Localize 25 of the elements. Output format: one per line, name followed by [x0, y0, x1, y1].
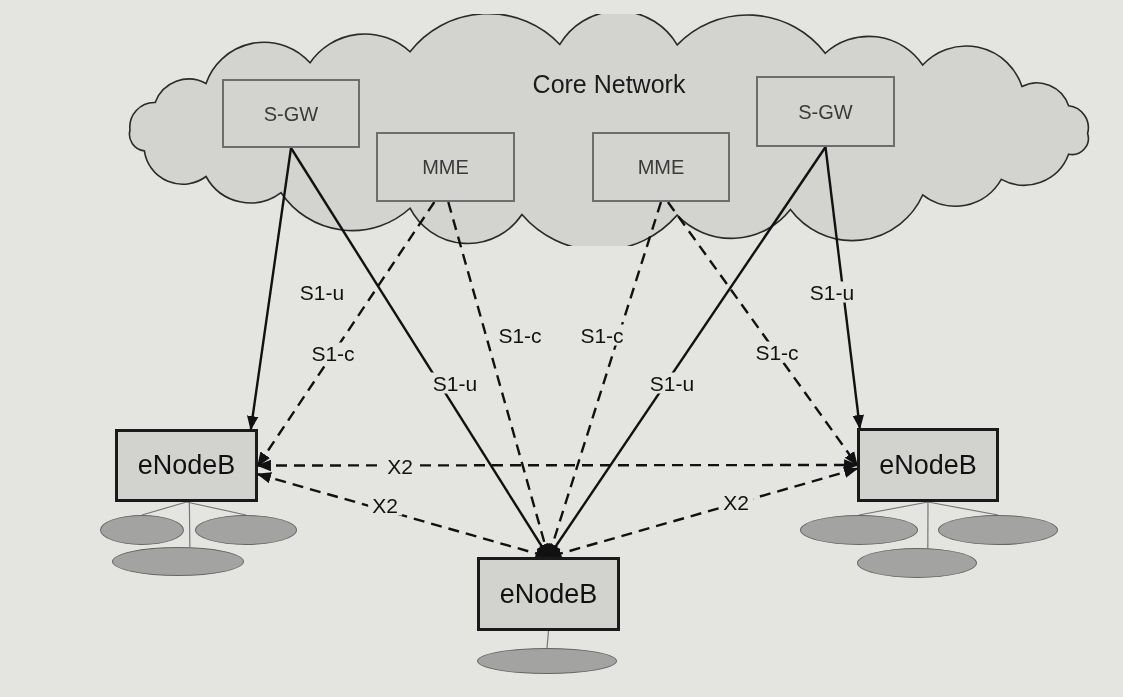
node-label: eNodeB	[879, 448, 977, 482]
node-label: eNodeB	[137, 449, 236, 483]
network-entity-box	[376, 132, 515, 202]
base-station-box	[115, 429, 258, 502]
arrow	[247, 147, 293, 431]
node-label: S-GW	[798, 99, 853, 125]
node-label: MME	[422, 155, 469, 180]
connector-line	[927, 501, 929, 549]
dashed-arrow	[256, 472, 550, 559]
base-station-box	[477, 557, 620, 631]
network-entity-box	[222, 79, 360, 148]
dashed-arrow	[256, 459, 859, 472]
connector-line	[188, 501, 191, 548]
node-label: eNodeB	[499, 577, 598, 611]
base-station-box	[857, 428, 999, 502]
node-label: Core Network	[532, 69, 686, 100]
dashed-arrow	[257, 201, 436, 467]
node-label: S-GW	[263, 101, 319, 127]
node-label: MME	[637, 155, 685, 180]
arrow	[824, 146, 864, 430]
network-entity-box	[756, 76, 895, 147]
connector-line	[546, 630, 550, 649]
dashed-arrow	[547, 466, 859, 559]
dashed-arrow	[666, 201, 858, 467]
network-entity-box	[592, 132, 730, 202]
